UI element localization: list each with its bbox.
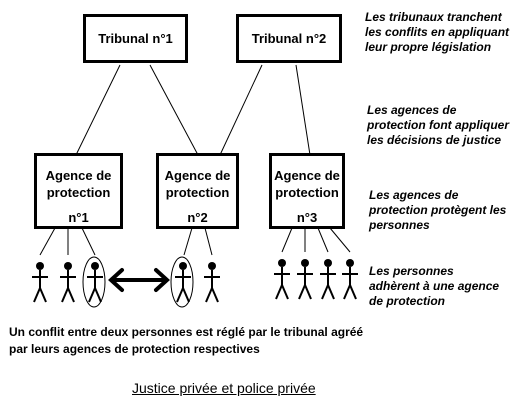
agency-1-label: Agence de protection: [45, 168, 112, 200]
note-agencies-enforce: Les agences de protection font appliquer…: [367, 103, 509, 147]
link-t1-a1: [75, 64, 121, 156]
link-t1-a2: [149, 64, 199, 156]
note-persons: Les personnes adhèrent à une agence de p…: [369, 264, 500, 308]
agency-3-label: Agence de protection: [274, 168, 340, 200]
person-icon: [341, 258, 359, 300]
link-t2-a2: [219, 64, 263, 156]
agency-1-box: Agence de protection n°1: [34, 153, 123, 229]
conflict-person-ellipse: [82, 256, 106, 308]
person-icon: [319, 258, 337, 300]
link-t2-a3: [295, 64, 311, 156]
tribunal-agency-links: [75, 64, 311, 156]
note-agencies-protect: Les agences de protection protègent les …: [369, 188, 507, 232]
person-icon: [31, 261, 49, 303]
agency-2-label: Agence de protection: [164, 168, 231, 200]
person-icon: [273, 258, 291, 300]
agency-2-box: Agence de protection n°2: [156, 153, 239, 229]
tribunal-1-box: Tribunal n°1: [83, 14, 188, 63]
person-icon: [86, 261, 104, 303]
tribunal-1-label: Tribunal n°1: [98, 31, 173, 46]
tribunal-2-box: Tribunal n°2: [236, 14, 342, 63]
person-icon: [203, 261, 221, 303]
note-tribunals: Les tribunaux tranchent les conflits en …: [365, 10, 510, 54]
person-icon: [174, 261, 192, 303]
agency-3-number: n°3: [296, 210, 318, 225]
agency-2-number: n°2: [187, 210, 208, 225]
conflict-person-ellipse: [170, 256, 194, 308]
diagram-title: Justice privée et police privée: [132, 380, 316, 396]
agency-person-links: [39, 227, 351, 256]
persons: [31, 258, 359, 303]
conflict-caption: Un conflit entre deux personnes est régl…: [9, 325, 364, 356]
person-icon: [59, 261, 77, 303]
person-icon: [296, 258, 314, 300]
agency-3-box: Agence de protection n°3: [269, 153, 345, 229]
agency-1-number: n°1: [68, 210, 89, 225]
tribunal-2-label: Tribunal n°2: [251, 31, 327, 46]
conflict-double-arrow-icon: [108, 268, 170, 292]
